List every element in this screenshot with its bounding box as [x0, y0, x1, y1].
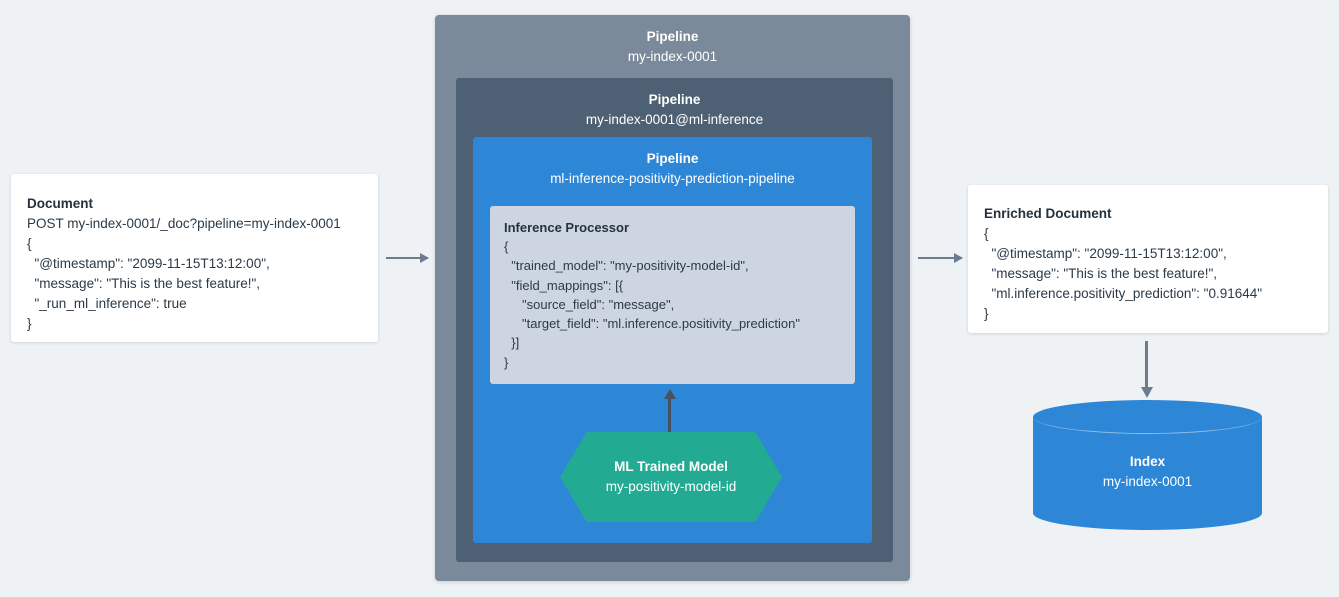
pipeline-inner-header: Pipeline ml-inference-positivity-predict… — [473, 137, 872, 190]
document-line: POST my-index-0001/_doc?pipeline=my-inde… — [27, 215, 341, 231]
inference-processor-line: "source_field": "message", — [504, 296, 675, 312]
inference-processor-line: "target_field": "ml.inference.positivity… — [504, 316, 800, 332]
inference-processor-line: }] — [504, 335, 520, 351]
enriched-document-line: "@timestamp": "2099-11-15T13:12:00", — [984, 245, 1227, 261]
document-line: } — [27, 315, 32, 331]
inference-processor-line: "field_mappings": [{ — [504, 277, 624, 293]
index-name: my-index-0001 — [1102, 474, 1193, 489]
pipeline-mid-name: my-index-0001@ml-inference — [585, 112, 764, 128]
enriched-document-line: "ml.inference.positivity_prediction": "0… — [984, 285, 1263, 301]
inference-processor-panel: Inference Processor { "trained_model": "… — [490, 206, 855, 384]
document-line: "message": "This is the best feature!", — [27, 275, 261, 291]
pipeline-inner-title: Pipeline — [646, 151, 699, 166]
document-title: Document — [27, 196, 94, 211]
ml-model-name: my-positivity-model-id — [605, 479, 737, 494]
document-line: { — [27, 235, 32, 251]
inference-processor-line: } — [504, 354, 509, 370]
pipeline-outer-box: Pipeline my-index-0001 Pipeline my-index… — [435, 15, 910, 581]
inference-processor-title: Inference Processor — [504, 220, 630, 235]
inference-processor-line: "trained_model": "my-positivity-model-id… — [504, 258, 749, 274]
enriched-document-line: { — [984, 225, 989, 241]
pipeline-outer-name: my-index-0001 — [627, 49, 718, 65]
ml-model-title: ML Trained Model — [614, 458, 728, 474]
arrow-enriched-document-to-index — [1140, 341, 1153, 398]
document-line: "@timestamp": "2099-11-15T13:12:00", — [27, 255, 270, 271]
pipeline-mid-header: Pipeline my-index-0001@ml-inference — [456, 78, 893, 131]
pipeline-outer-title: Pipeline — [646, 29, 699, 44]
enriched-document-title: Enriched Document — [984, 206, 1112, 221]
enriched-document-line: "message": "This is the best feature!", — [984, 265, 1218, 281]
inference-processor-line: { — [504, 239, 509, 255]
arrow-pipeline-to-enriched-document — [918, 253, 963, 263]
pipeline-inner-box: Pipeline ml-inference-positivity-predict… — [473, 137, 872, 543]
cylinder-rim-line — [1033, 400, 1262, 434]
enriched-document-card: Enriched Document { "@timestamp": "2099-… — [968, 185, 1328, 333]
pipeline-outer-header: Pipeline my-index-0001 — [435, 15, 910, 68]
pipeline-mid-box: Pipeline my-index-0001@ml-inference Pipe… — [456, 78, 893, 562]
index-label-group: Index my-index-0001 — [1033, 400, 1262, 530]
arrow-document-to-pipeline — [386, 253, 429, 263]
ml-trained-model-hexagon: ML Trained Model my-positivity-model-id — [560, 432, 782, 522]
index-title: Index — [1129, 453, 1166, 469]
document-card: Document POST my-index-0001/_doc?pipelin… — [11, 174, 378, 342]
pipeline-inner-name: ml-inference-positivity-prediction-pipel… — [550, 171, 795, 187]
enriched-document-line: } — [984, 305, 989, 321]
pipeline-mid-title: Pipeline — [648, 92, 701, 107]
document-line: "_run_ml_inference": true — [27, 295, 187, 311]
arrow-ml-model-to-inference-processor — [663, 389, 676, 434]
index-cylinder: Index my-index-0001 — [1033, 400, 1262, 530]
